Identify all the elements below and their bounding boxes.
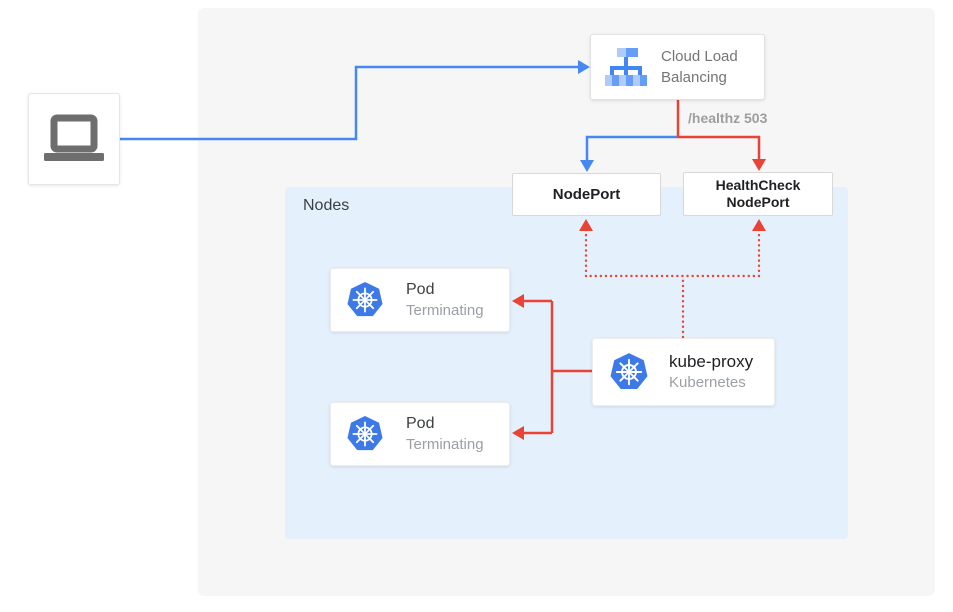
kubernetes-icon bbox=[346, 281, 384, 319]
laptop-icon bbox=[43, 114, 105, 164]
healthcheck-nodeport-label-line1: HealthCheck bbox=[715, 176, 801, 193]
nodeport-node: NodePort bbox=[512, 173, 661, 216]
pod-label-group: Pod Terminating bbox=[406, 280, 484, 320]
kubernetes-icon bbox=[346, 415, 384, 453]
arrowhead-into-pod-1 bbox=[512, 294, 524, 308]
pod-node-2: Pod Terminating bbox=[330, 402, 510, 466]
healthz-status-label: /healthz 503 bbox=[688, 110, 768, 126]
arrowhead-into-lb bbox=[578, 60, 590, 74]
client-node bbox=[28, 93, 120, 185]
cloud-load-balancing-node: Cloud Load Balancing bbox=[590, 34, 765, 100]
kubernetes-icon bbox=[609, 352, 649, 392]
healthcheck-nodeport-node: HealthCheck NodePort bbox=[683, 172, 833, 216]
nodes-panel-label: Nodes bbox=[303, 197, 350, 214]
cloud-load-balancing-label: Cloud Load Balancing bbox=[661, 48, 738, 86]
kube-proxy-subtitle: Kubernetes bbox=[669, 374, 746, 392]
arrowhead-into-pod-2 bbox=[512, 426, 524, 440]
kube-proxy-title: kube-proxy bbox=[669, 352, 754, 372]
lb-healthz-line bbox=[676, 100, 761, 160]
arrowhead-into-nodeport bbox=[580, 160, 594, 172]
kube-proxy-node: kube-proxy Kubernetes bbox=[592, 338, 775, 406]
pod-label-group: Pod Terminating bbox=[406, 414, 484, 454]
healthcheck-nodeport-label-line2: NodePort bbox=[726, 194, 790, 210]
kubeproxy-to-pods-line bbox=[523, 299, 592, 435]
pod-node-1: Pod Terminating bbox=[330, 268, 510, 332]
pod-status: Terminating bbox=[406, 301, 484, 319]
lb-to-nodeport-line bbox=[585, 135, 677, 161]
pod-title: Pod bbox=[406, 280, 435, 298]
arrowhead-into-healthcheck bbox=[752, 159, 766, 171]
nodeport-label: NodePort bbox=[552, 186, 621, 203]
dotted-arrowhead-into-healthcheck bbox=[752, 219, 766, 231]
kubeproxy-to-nodeports-dotted-line bbox=[584, 228, 761, 339]
cloud-load-balancing-icon bbox=[604, 47, 648, 87]
client-to-lb-line bbox=[120, 65, 579, 141]
kube-proxy-label-group: kube-proxy Kubernetes bbox=[669, 351, 753, 393]
pod-status: Terminating bbox=[406, 435, 484, 453]
pod-title: Pod bbox=[406, 414, 435, 432]
dotted-arrowhead-into-nodeport bbox=[579, 219, 593, 231]
